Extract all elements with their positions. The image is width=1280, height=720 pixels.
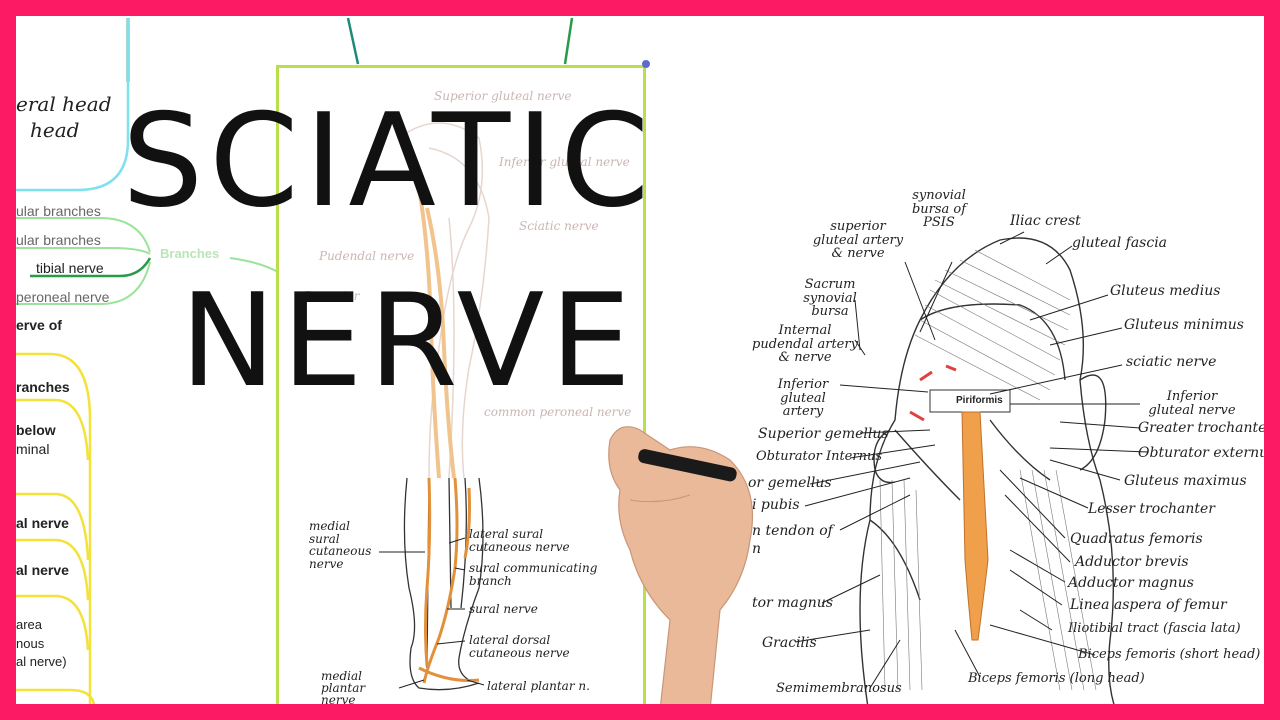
glute-label-biceps-short: Biceps femoris (short head) [1078, 647, 1261, 662]
glute-label-sciatic: sciatic nerve [1126, 354, 1217, 370]
mindmap-branch-item: peroneal nerve [16, 289, 110, 305]
glute-label-obturator-internus: Obturator Internus [756, 449, 882, 464]
mindmap-branch-item: tibial nerve [36, 260, 104, 276]
glute-label-piriformis: Piriformis [956, 395, 1003, 406]
glute-label-gracilis: Gracilis [762, 635, 817, 651]
glute-label-semimembranosus: Semimembranosus [776, 681, 902, 696]
glute-label-gluteus-medius: Gluteus medius [1110, 283, 1221, 299]
glute-label-gluteus-maximus: Gluteus maximus [1124, 473, 1247, 489]
mindmap-lower-item: al nerve [16, 562, 69, 578]
glute-label-synovial-bursa: synovial bursa of PSIS [911, 188, 967, 231]
gluteal-region-sketch [794, 231, 1149, 704]
mindmap-branch-item: ular branches [16, 232, 101, 248]
glute-label-linea-aspera: Linea aspera of femur [1070, 597, 1227, 613]
drawing-hand-image [608, 426, 753, 704]
panel-resize-handle[interactable] [642, 60, 650, 68]
mindmap-lower-item: al nerve [16, 515, 69, 531]
glute-label-sacrum-bursa: Sacrum synovial bursa [803, 277, 857, 320]
mindmap-lower-item: erve of [16, 317, 62, 333]
glute-label-adductor-magnus: Adductor magnus [1068, 575, 1194, 591]
glute-label-lesser-trochanter: Lesser trochanter [1088, 501, 1215, 517]
leg-label-sup-gluteal: Superior gluteal nerve [434, 89, 572, 103]
glute-label-iliotibial: Iliotibial tract (fascia lata) [1068, 621, 1241, 636]
mindmap-lower-item: ranches [16, 379, 70, 395]
leg-label-inf-gluteal: Inferior gluteal nerve [499, 155, 630, 169]
glute-label-gluteal-fascia: gluteal fascia [1072, 235, 1168, 251]
glute-label-iliac-crest: Iliac crest [1010, 213, 1081, 229]
glute-label-tendon: n tendon of [752, 523, 833, 539]
glute-label-inferior-gemellus: or gemellus [748, 475, 832, 491]
leg-label-lateral-dorsal: lateral dorsal cutaneous nerve [469, 633, 570, 660]
glute-label-int-pudendal: Internal pudendal artery & nerve [752, 323, 858, 366]
mindmap-branches-node: Branches [160, 246, 220, 261]
glute-label-gluteus-minimus: Gluteus minimus [1124, 317, 1244, 333]
glute-label-quadratus: Quadratus femoris [1070, 531, 1203, 547]
leg-label-lateral-sural: lateral sural cutaneous nerve [469, 527, 570, 554]
mindmap-lower-item: area [16, 617, 43, 632]
leg-label-medial-plantar: medial plantar nerve [321, 669, 366, 707]
glute-label-biceps-long: Biceps femoris (long head) [968, 671, 1145, 686]
leg-label-pudendal: Pudendal nerve [319, 249, 415, 263]
glute-label-greater-trochanter: Greater trochanter [1138, 420, 1274, 436]
mindmap-lower-item: minal [16, 441, 50, 457]
glute-label-inf-gluteal-nerve: Inferior gluteal nerve [1148, 389, 1236, 418]
glute-label-sup-gluteal: superior gluteal artery & nerve [812, 219, 904, 262]
glute-label-tendon-2: n [752, 541, 762, 557]
lower-limb-sketch [379, 122, 490, 691]
leg-label-sural: sural nerve [469, 602, 538, 616]
glute-label-pubis: i pubis [752, 497, 800, 513]
mindmap-lower-item: nous [16, 636, 45, 651]
mindmap-connectors [16, 18, 279, 704]
glute-label-adductor-magnus-left: tor magnus [752, 595, 833, 611]
leg-label-lateral-plantar: lateral plantar n. [487, 679, 590, 693]
glute-label-sup-gemellus: Superior gemellus [758, 426, 889, 442]
leg-label-posterior: Posterior [304, 289, 360, 303]
glute-label-inf-gluteal-artery: Inferior gluteal artery [777, 377, 829, 420]
glute-label-obturator-externus: Obturator externus [1138, 445, 1276, 461]
glute-label-adductor-brevis: Adductor brevis [1075, 554, 1189, 570]
top-connectors [346, 17, 574, 65]
mindmap-branch-item: ular branches [16, 203, 101, 219]
lower-limb-diagram-panel: Superior gluteal nerve Inferior gluteal … [276, 65, 646, 707]
mindmap-lower-item: below [16, 422, 56, 438]
leg-label-sciatic: Sciatic nerve [519, 219, 599, 233]
mindmap-label-head-1: eral head [16, 92, 112, 116]
leg-label-medial-sural: medial sural cutaneous nerve [309, 519, 372, 571]
leg-label-common-peroneal: common peroneal nerve [484, 405, 632, 419]
mindmap-label-head-2: head [30, 118, 80, 142]
mindmap-lower-item: al nerve) [16, 654, 67, 669]
leg-label-sural-communicating: sural communicating branch [469, 561, 598, 588]
